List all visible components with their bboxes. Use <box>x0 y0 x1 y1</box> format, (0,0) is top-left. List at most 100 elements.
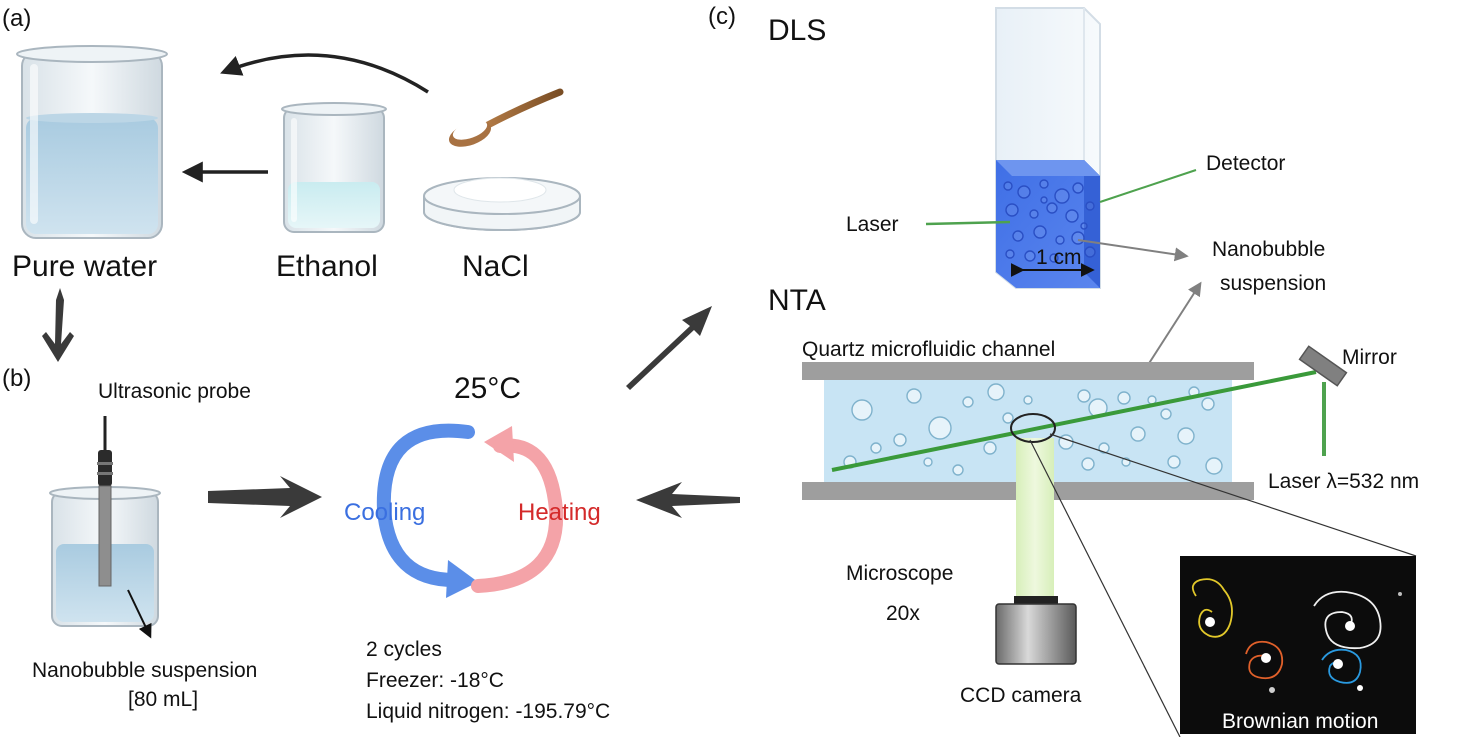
bubble <box>1055 235 1065 245</box>
label-detector: Detector <box>1206 152 1285 175</box>
nacl-dish <box>423 177 581 231</box>
bubble <box>1065 209 1079 223</box>
bubble <box>1205 457 1223 475</box>
bubble <box>851 399 873 421</box>
label-mirror: Mirror <box>1342 346 1397 369</box>
label-cooling: Cooling <box>344 499 425 526</box>
label-laser-dls: Laser <box>846 213 899 236</box>
bubble <box>1081 457 1095 471</box>
label-scale: 1 cm <box>1036 246 1082 269</box>
label-nanobubble: Nanobubble <box>1212 238 1325 261</box>
bubble <box>1201 397 1215 411</box>
bubble <box>1085 201 1095 211</box>
label-nta: NTA <box>768 284 826 317</box>
channel-bubbles <box>843 383 1223 476</box>
label-ultrasonic-probe: Ultrasonic probe <box>98 380 251 403</box>
bubble <box>928 416 952 440</box>
bubble <box>962 396 974 408</box>
label-temperature: 25°C <box>454 372 521 405</box>
bubble <box>1098 442 1110 454</box>
label-dls: DLS <box>768 14 826 47</box>
label-pure-water: Pure water <box>12 250 157 283</box>
label-suspension: suspension <box>1220 272 1326 295</box>
cooling-arrow <box>376 423 475 588</box>
panel-label-c: (c) <box>708 3 736 30</box>
bubble <box>1177 427 1195 445</box>
bubble <box>1054 188 1070 204</box>
panel-label-b: (b) <box>2 365 31 392</box>
cuvette <box>995 7 1101 289</box>
bubble <box>1005 249 1015 259</box>
label-ethanol: Ethanol <box>276 250 378 283</box>
bubble <box>1039 179 1049 189</box>
bubble <box>952 464 964 476</box>
bubble <box>1167 455 1181 469</box>
bubble <box>893 433 907 447</box>
ethanol-beaker <box>281 102 387 233</box>
bubble <box>1029 209 1039 219</box>
label-magnification: 20x <box>886 602 920 625</box>
label-brownian-motion: Brownian motion <box>1222 710 1378 733</box>
bubble <box>1024 250 1036 262</box>
arrow-a-to-b <box>42 288 74 362</box>
bubble <box>1003 181 1013 191</box>
bubble <box>1071 231 1085 245</box>
label-microscope: Microscope <box>846 562 953 585</box>
arrow-b-to-cycle <box>208 476 322 518</box>
bubble <box>1049 253 1059 263</box>
label-nanobubble-suspension-b: Nanobubble suspension <box>32 659 257 682</box>
heating-arrowhead <box>484 426 514 462</box>
bubble <box>923 457 933 467</box>
observation-spot <box>1010 413 1056 443</box>
dls-detector-line <box>1099 169 1197 203</box>
arrow-nacl-to-water <box>220 53 429 94</box>
cooling-arrowhead <box>446 560 478 598</box>
heating-arrow <box>471 438 564 593</box>
ccd-camera-icon <box>995 596 1077 665</box>
bubble <box>1002 412 1014 424</box>
bubble <box>1160 408 1172 420</box>
label-laser-wavelength: Laser λ=532 nm <box>1268 470 1419 493</box>
arrow-to-suspension-label <box>127 589 152 639</box>
bubble <box>1130 426 1146 442</box>
bubble <box>1077 389 1091 403</box>
label-liquid-nitrogen: Liquid nitrogen: -195.79°C <box>366 700 610 723</box>
bubble <box>1084 246 1096 258</box>
bubble <box>1080 222 1088 230</box>
bubble <box>1012 230 1024 242</box>
label-ccd-camera: CCD camera <box>960 684 1082 707</box>
cuvette-bubbles <box>1003 179 1096 263</box>
ultrasonic-probe-icon <box>97 416 113 587</box>
arrow-to-nb-label-dls <box>1077 239 1189 262</box>
arrow-nta-to-cycle <box>636 482 740 518</box>
label-nacl: NaCl <box>462 250 529 283</box>
bubble <box>1023 395 1033 405</box>
nta-laser-beam <box>831 370 1317 472</box>
label-cycles: 2 cycles <box>366 638 442 661</box>
zoom-line-right <box>1049 433 1417 557</box>
pure-water-beaker <box>16 45 168 239</box>
label-heating: Heating <box>518 499 601 526</box>
panel-label-a: (a) <box>2 5 31 32</box>
bubble <box>983 441 997 455</box>
bubble <box>1040 196 1048 204</box>
bubble <box>1017 185 1031 199</box>
label-freezer: Freezer: -18°C <box>366 669 504 692</box>
bubble <box>870 442 882 454</box>
bubble <box>1033 225 1047 239</box>
bubble <box>987 383 1005 401</box>
dls-laser-beam <box>925 220 1011 226</box>
arrow-cycle-to-dls <box>626 306 712 390</box>
bubble <box>1072 182 1084 194</box>
bubble <box>906 388 922 404</box>
zoom-line-left <box>1029 439 1181 737</box>
label-quartz-channel: Quartz microfluidic channel <box>802 338 1055 361</box>
brownian-motion-inset <box>1180 556 1416 734</box>
spoon-icon <box>448 88 564 147</box>
bubble <box>1005 203 1019 217</box>
label-volume: [80 mL] <box>128 688 198 711</box>
mirror-icon <box>1298 345 1348 387</box>
bubble <box>1117 391 1131 405</box>
microscope-beam <box>1016 438 1054 598</box>
